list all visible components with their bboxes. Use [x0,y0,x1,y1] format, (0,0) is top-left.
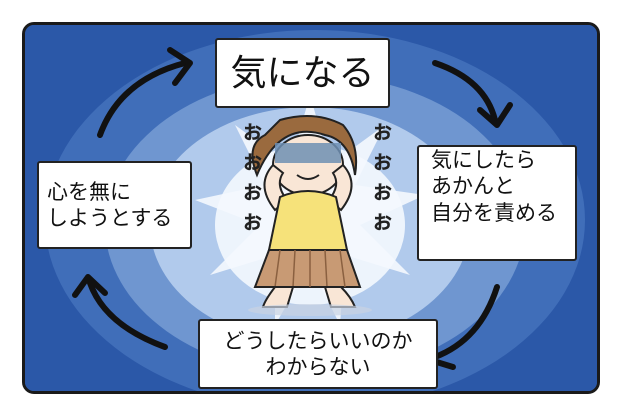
cycle-arrows [72,47,513,370]
comic-panel: ぉぉぉぉ ぉぉぉぉ 気になる 気にしたら あかんと 自分を責める どうしたらいい… [22,22,600,394]
cycle-step-self-blame: 気にしたら あかんと 自分を責める [417,145,577,261]
worried-girl-illustration [248,115,372,316]
sfx-right-1: ぉぉぉぉ [363,120,391,240]
sfx-left-1: ぉぉぉぉ [233,120,261,240]
arrow-top-right [432,60,498,123]
cycle-step-worry: 気になる [215,38,390,108]
cycle-step-empty-mind: 心を無に しようとする [37,161,192,249]
cycle-step-confusion: どうしたらいいのか わからない [198,319,438,389]
arrow-bottom-left [87,280,168,350]
arrow-bottom-right [432,284,500,360]
arrow-top-left [97,60,188,138]
